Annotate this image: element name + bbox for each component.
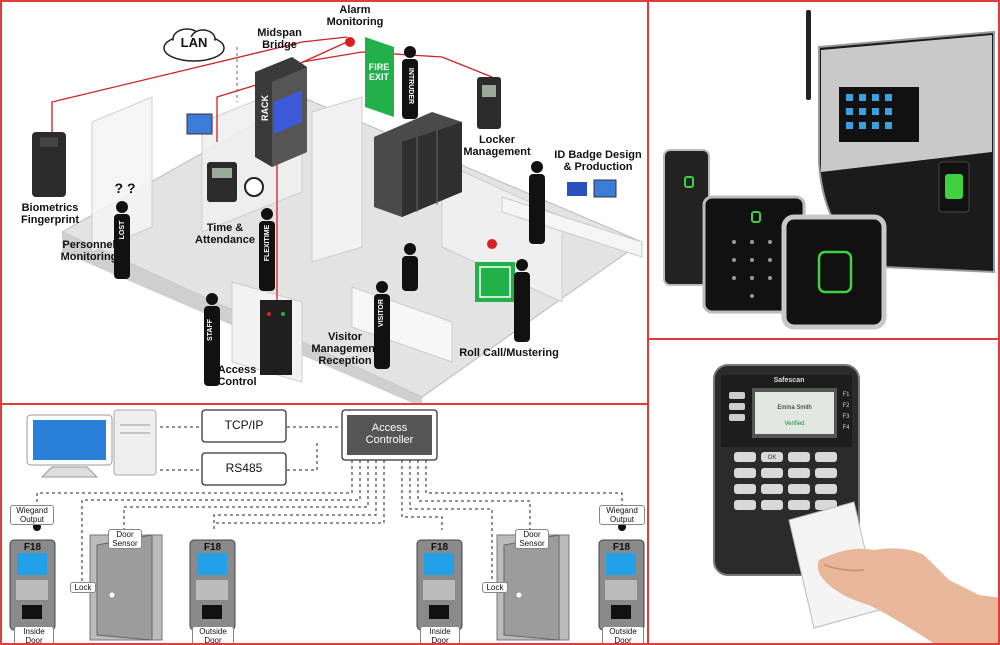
midspan-bridge-label: Midspan Bridge — [257, 27, 302, 51]
lock-left: Lock — [70, 582, 96, 593]
flexitime-badge: FLEXITIME — [264, 224, 271, 262]
wiring-panel: TCP/IP RS485 Access Controller Wiegand O… — [0, 403, 649, 645]
f18-label-1: F18 — [23, 542, 42, 553]
cloud-icon — [163, 28, 225, 62]
lock-right: Lock — [482, 582, 508, 593]
outside-door-right: Outside Door — [602, 626, 644, 643]
f18-terminal-1 — [9, 539, 56, 631]
alarm-monitoring-label: Alarm Monitoring — [326, 4, 384, 28]
rack-label: RACK — [260, 95, 270, 121]
f18-terminal-2 — [189, 539, 236, 631]
intruder-label: INTRUDER — [407, 67, 414, 105]
outside-door-left: Outside Door — [192, 626, 234, 643]
terminal-brand: Safescan — [773, 377, 805, 384]
terminal-key-f1[interactable]: F1 — [842, 392, 850, 398]
f18-label-4: F18 — [612, 542, 631, 553]
biometrics-label: Biometrics Fingerprint — [20, 202, 80, 226]
terminal-screen-name: Emma Smith — [777, 405, 812, 411]
devices-panel — [647, 0, 1000, 340]
time-attendance-label: Time & Attendance — [195, 222, 255, 246]
devices-photo — [663, 10, 995, 330]
question-marks: ? ? — [114, 180, 136, 196]
computer-icon — [26, 409, 157, 478]
staff-badge: STAFF — [207, 318, 214, 342]
door-sensor-left: Door Sensor — [108, 529, 142, 549]
terminal-key-f4[interactable]: F4 — [842, 425, 850, 431]
door-sensor-right: Door Sensor — [515, 529, 549, 549]
hand-icon — [817, 548, 998, 643]
terminal-photo — [713, 364, 998, 643]
wiring-diagram — [9, 409, 645, 641]
terminal-key-f3[interactable]: F3 — [842, 414, 850, 420]
f18-terminal-4 — [598, 539, 645, 631]
fire-exit-label: FIRE EXIT — [368, 62, 390, 82]
visitor-badge: VISITOR — [378, 299, 385, 327]
terminal-key-f2[interactable]: F2 — [842, 403, 850, 409]
terminal-panel: Safescan Emma Smith Verified F1 F2 F3 F4… — [647, 338, 1000, 645]
lan-label: LAN — [180, 35, 208, 50]
wiegand-output-right: Wiegand Output — [599, 505, 645, 525]
f18-label-2: F18 — [203, 542, 222, 553]
terminal-screen-status: Verified — [784, 421, 805, 427]
terminal-key-ok[interactable]: OK — [767, 455, 777, 461]
rs485-label: RS485 — [225, 461, 263, 475]
f18-label-3: F18 — [430, 542, 449, 553]
wiegand-output-left: Wiegand Output — [10, 505, 54, 525]
personnel-monitoring-label: Personnel Monitoring — [60, 239, 118, 263]
inside-door-right: Inside Door — [420, 626, 460, 643]
overview-illustration — [32, 36, 644, 403]
id-badge-label: ID Badge Design & Production — [554, 149, 642, 173]
visitor-management-label: Visitor Management Reception — [311, 331, 379, 367]
f18-terminal-3 — [416, 539, 463, 631]
roll-call-label: Roll Call/Mustering — [459, 347, 559, 359]
access-control-label: Access Control — [217, 364, 257, 388]
access-controller-label: Access Controller — [365, 422, 414, 446]
tcpip-label: TCP/IP — [224, 418, 264, 432]
lost-badge: LOST — [119, 220, 126, 240]
locker-management-label: Locker Management — [463, 134, 531, 158]
inside-door-left: Inside Door — [14, 626, 54, 643]
overview-panel: LAN Midspan Bridge Alarm Monitoring FIRE… — [0, 0, 649, 405]
